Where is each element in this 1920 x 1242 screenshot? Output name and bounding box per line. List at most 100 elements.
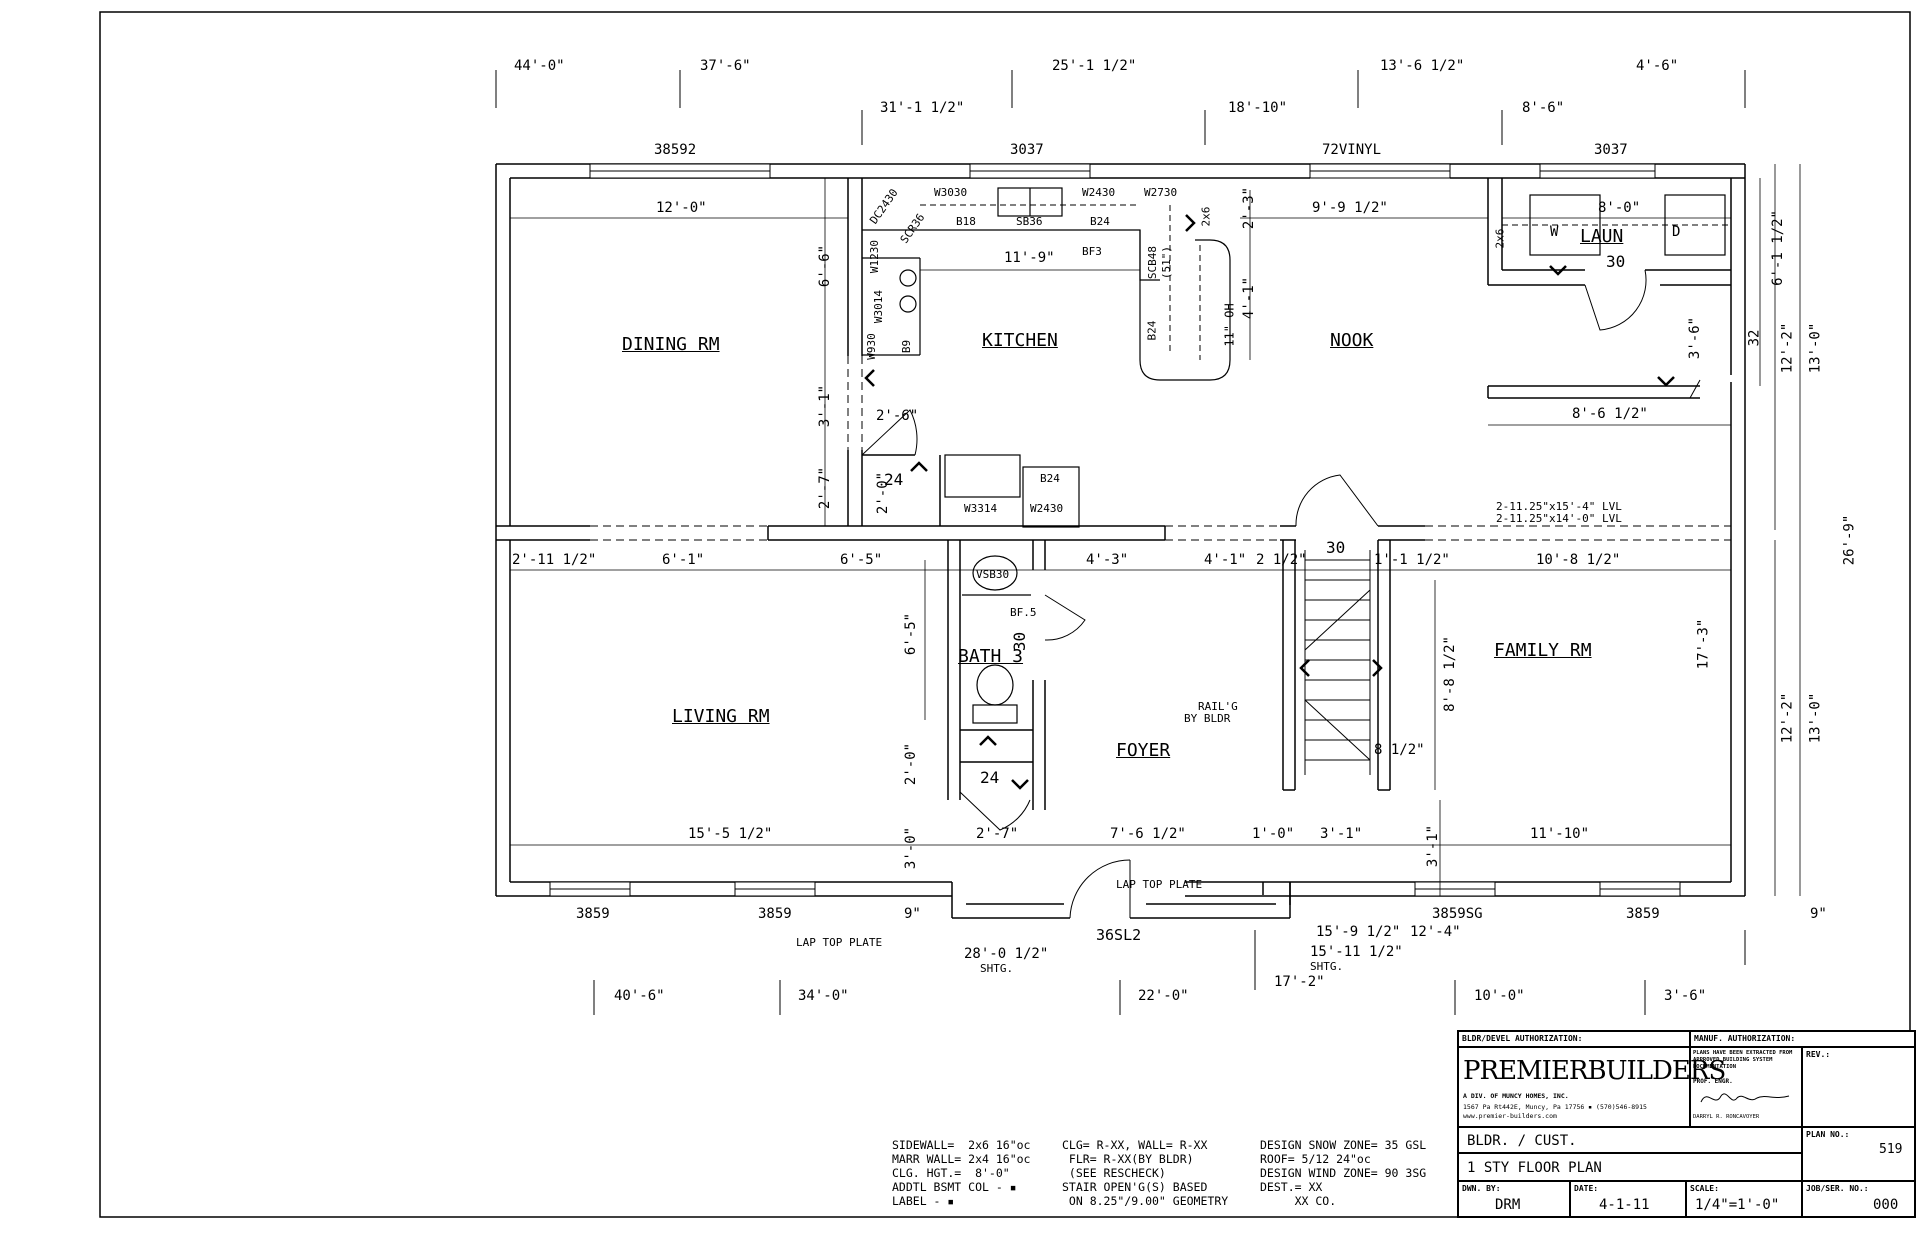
cab-sb36: SB36 <box>1016 215 1043 228</box>
dim-foyer-c: 1'-0" <box>1252 826 1295 842</box>
bath-door-size: 30 <box>1010 631 1030 652</box>
dim-bath-c: 3'-0" <box>903 826 920 870</box>
cab-w3014: W3014 <box>872 289 886 324</box>
dim-mid-a: 2'-11 1/2" <box>512 552 597 568</box>
engineer-signature <box>1700 1093 1790 1103</box>
window-bottom-4: 3859 <box>1626 906 1660 922</box>
plan-no-label: PLAN NO.: <box>1806 1130 1850 1139</box>
dim-top-2: 37'-6" <box>700 58 751 74</box>
room-bath: BATH 3 <box>958 646 1024 667</box>
scale-label: SCALE: <box>1690 1184 1719 1193</box>
dim-mid-d: 4'-3" <box>1086 552 1129 568</box>
dimension-ticks <box>495 70 1746 1015</box>
dim-bottom-4: 10'-0" <box>1474 988 1525 1004</box>
dim-nine-b: 9" <box>1810 906 1827 922</box>
label-overhang: 11" OH <box>1222 303 1237 347</box>
cab-2x6-a: 2x6 <box>1199 206 1213 227</box>
dim-laun-door-b: 32 <box>1746 329 1763 347</box>
dim-bottom-5: 3'-6" <box>1664 988 1707 1004</box>
kitchen-cabinets <box>862 187 1231 528</box>
dim-bottom-2: 34'-0" <box>798 988 849 1004</box>
job-label: JOB/SER. NO.: <box>1806 1184 1869 1193</box>
beam-2: 2-11.25"x14'-0" LVL <box>1496 512 1622 525</box>
dim-mid-c: 6'-5" <box>840 552 883 568</box>
room-laundry: LAUN <box>1580 226 1624 247</box>
cab-w2430: W2430 <box>1082 186 1116 199</box>
cab-w3030: W3030 <box>934 186 968 199</box>
cab-dc2430: DC2430 <box>867 186 901 227</box>
dim-right-a: 12'-2" <box>1779 322 1796 374</box>
dim-top-3: 25'-1 1/2" <box>1052 58 1137 74</box>
dim-nook-a: 2'-3" <box>1241 186 1258 230</box>
dim-door-a: 2'-6" <box>876 408 919 424</box>
window-bottom-1: 3859 <box>576 906 610 922</box>
engineer-cell: PLANS HAVE BEEN EXTRACTED FROM APPROVED … <box>1690 1047 1802 1127</box>
rev-label: REV.: <box>1806 1050 1831 1059</box>
window-top-4: 3037 <box>1594 142 1628 158</box>
dim-bath-b: 2'-0" <box>903 742 920 786</box>
window-top-2: 3037 <box>1010 142 1044 158</box>
dimension-lines <box>510 164 1801 896</box>
dim-foyer-e: 3'-1" <box>1425 824 1442 868</box>
window-bottom-3: 3859SG <box>1432 906 1483 922</box>
plan-no: 519 <box>1879 1142 1903 1157</box>
dim-top-1: 44'-0" <box>514 58 565 74</box>
beam-dashed <box>590 356 1731 541</box>
dim-bottom-1: 40'-6" <box>614 988 665 1004</box>
dim-nook-width: 9'-9 1/2" <box>1312 200 1388 216</box>
callout-railing: RAIL'G <box>1198 700 1238 713</box>
dim-mid-f: 2 1/2" <box>1256 552 1307 568</box>
cab-scb48: SCB48 <box>1146 245 1160 280</box>
dim-mid-h: 10'-8 1/2" <box>1536 552 1621 568</box>
cab-w2430b: W2430 <box>1030 502 1064 515</box>
prof-engr-label: PROF. ENGR. <box>1693 1078 1733 1085</box>
top-windows <box>589 163 1656 179</box>
cab-w930: W930 <box>864 333 878 360</box>
laundry-washer: W <box>1550 224 1559 240</box>
dim-top-6: 31'-1 1/2" <box>880 100 965 116</box>
company-cell: PREMIERBUILDERS A DIV. OF MUNCY HOMES, I… <box>1458 1047 1726 1127</box>
dim-right-b: 13'-0" <box>1807 322 1824 374</box>
dim-laun-depth: 6'-1 1/2" <box>1769 210 1786 286</box>
company-name-a: PREMIER <box>1463 1056 1588 1086</box>
dim-nine-a: 9" <box>904 906 921 922</box>
extract-note: PLANS HAVE BEEN EXTRACTED FROM APPROVED … <box>1693 1050 1793 1070</box>
room-foyer: FOYER <box>1116 740 1171 761</box>
drawn-by: DRM <box>1495 1197 1521 1213</box>
cab-b18: B18 <box>956 215 976 228</box>
closet-b-size: 24 <box>980 768 1000 787</box>
beam-1: 2-11.25"x15'-4" LVL <box>1496 500 1622 513</box>
label-shtg-a: SHTG. <box>980 962 1014 975</box>
dim-hall-a: 3'-1" <box>817 384 834 428</box>
dim-top-5: 4'-6" <box>1636 58 1679 74</box>
laundry-appliances <box>1502 194 1731 256</box>
dim-right-total: 26'-9" <box>1841 514 1858 566</box>
manuf-auth-label: MANUF. AUTHORIZATION: <box>1694 1034 1796 1043</box>
plan-title: 1 STY FLOOR PLAN <box>1467 1160 1602 1176</box>
job-no: 000 <box>1873 1197 1899 1213</box>
room-dining: DINING RM <box>622 334 720 355</box>
cab-scb48b: (51") <box>1160 245 1174 280</box>
dim-shtg-d: 12'-4" <box>1410 924 1461 940</box>
company-logo: PREMIERBUILDERS <box>1463 1056 1726 1086</box>
cab-2x6-b: 2x6 <box>1493 228 1507 249</box>
bath-fixtures <box>962 555 1031 724</box>
cab-b24c: B24 <box>1040 472 1060 485</box>
dim-hall-width: 8'-6 1/2" <box>1572 406 1648 422</box>
drawn-by-cell: DWN. BY: DRM <box>1458 1181 1570 1217</box>
dim-nook-b: 4'-1" <box>1241 276 1258 320</box>
rev-cell: REV.: <box>1802 1047 1915 1127</box>
date-label: DATE: <box>1574 1184 1599 1193</box>
dim-top-7: 18'-10" <box>1228 100 1288 116</box>
dim-dining-width: 12'-0" <box>656 200 707 216</box>
dim-laun-width: 8'-0" <box>1598 200 1641 216</box>
scale-cell: SCALE: 1/4"=1'-0" <box>1686 1181 1802 1217</box>
laundry-dryer: D <box>1672 224 1681 240</box>
door-swings <box>861 269 1701 919</box>
cab-bf3: BF3 <box>1082 245 1102 258</box>
cab-vsb30: VSB30 <box>976 568 1010 581</box>
dim-mid-e: 4'-1" <box>1204 552 1247 568</box>
window-bottom-2: 3859 <box>758 906 792 922</box>
